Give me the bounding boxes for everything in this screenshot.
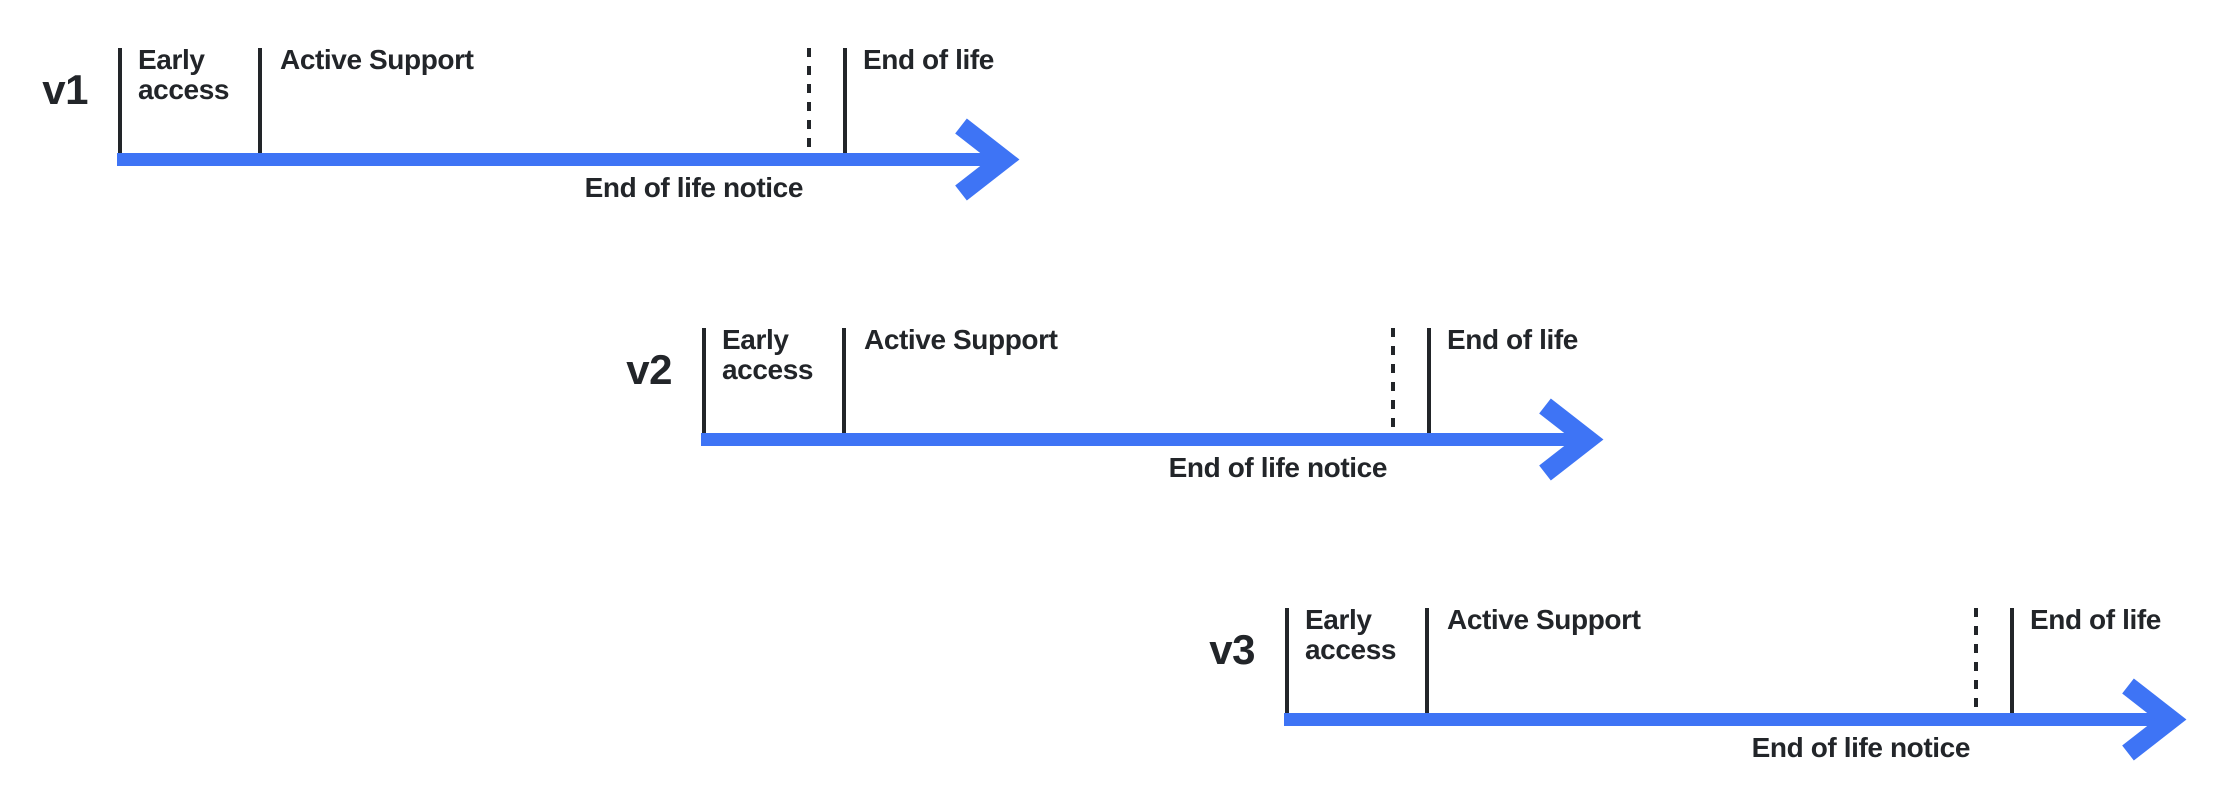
early-access-label: Early access [722,324,814,385]
arrow-head-icon [2122,678,2187,761]
end-of-life-tick [2010,608,2014,713]
end-of-life-notice-label: End of life notice [1751,732,1971,763]
end-of-life-notice-label: End of life notice [584,172,804,203]
early-access-start-tick [702,328,706,433]
timeline-row-v2: v2 Early access Active Support End of li… [502,318,1762,518]
timeline-arrow [1280,678,2228,768]
end-of-life-label: End of life [2030,604,2161,635]
active-support-start-tick [1425,608,1429,713]
end-of-life-tick [1427,328,1431,433]
timeline-row-v3: v3 Early access Active Support End of li… [1085,598,2228,798]
end-of-life-label: End of life [863,44,994,75]
end-of-life-notice-label: End of life notice [1168,452,1388,483]
arrow-head-icon [955,118,1020,201]
timeline-arrow [697,398,1657,488]
timeline-arrow [113,118,1073,208]
end-of-life-label: End of life [1447,324,1578,355]
eol-notice-dashed-tick [1391,328,1395,433]
arrow-head-icon [1539,398,1604,481]
end-of-life-tick [843,48,847,153]
version-label: v3 [1209,626,1255,673]
early-access-label: Early access [138,44,230,105]
active-support-start-tick [258,48,262,153]
eol-notice-dashed-tick [1974,608,1978,713]
active-support-label: Active Support [280,44,474,75]
early-access-start-tick [118,48,122,153]
active-support-label: Active Support [864,324,1058,355]
timeline-row-v1: v1 Early access Active Support End of li… [0,38,1178,238]
eol-notice-dashed-tick [807,48,811,153]
early-access-start-tick [1285,608,1289,713]
version-label: v2 [626,346,672,393]
active-support-label: Active Support [1447,604,1641,635]
version-label: v1 [42,66,88,113]
early-access-label: Early access [1305,604,1397,665]
active-support-start-tick [842,328,846,433]
